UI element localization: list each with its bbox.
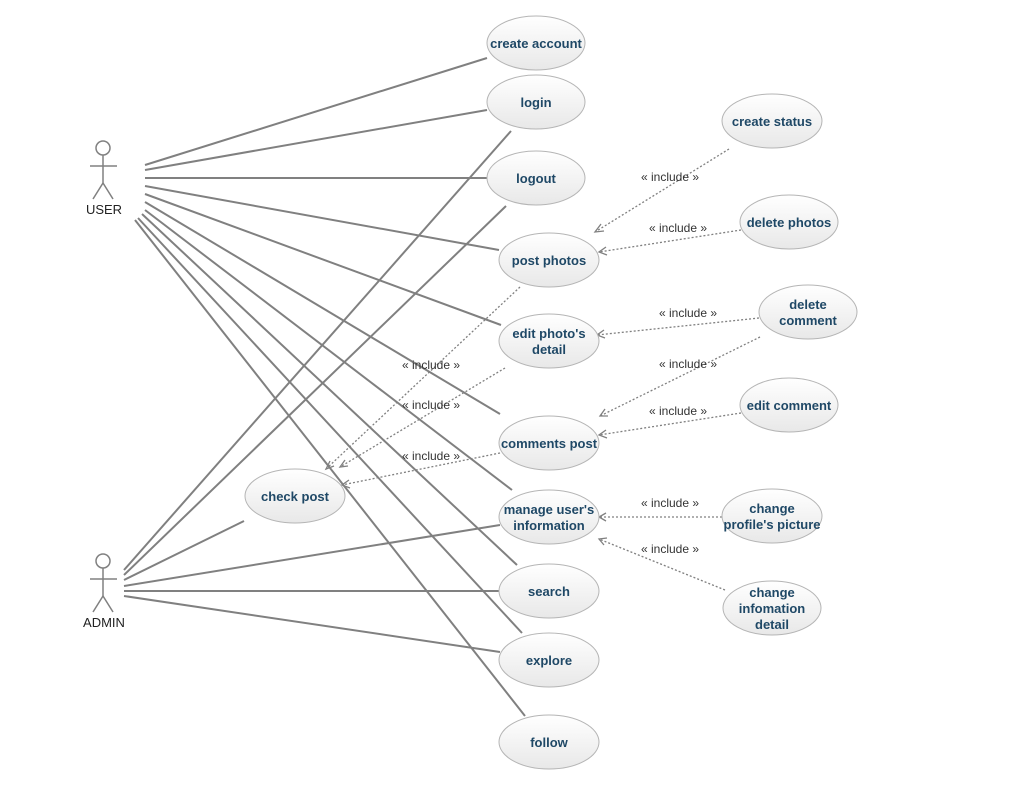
assoc-admin-login <box>123 130 512 571</box>
use-case-manage-user-info[interactable]: manage user's information <box>498 489 600 545</box>
include-label: « include » <box>659 306 717 320</box>
include-delete-photos <box>597 229 742 256</box>
include-delete-comment-2 <box>598 336 761 417</box>
include-label: « include » <box>402 398 460 412</box>
use-case-create-account[interactable]: create account <box>486 15 586 71</box>
use-case-label: manage user's <box>504 502 595 517</box>
assoc-admin-logout <box>123 205 507 576</box>
use-case-logout[interactable]: logout <box>486 150 586 206</box>
use-case-follow[interactable]: follow <box>498 714 600 770</box>
use-case-explore[interactable]: explore <box>498 632 600 688</box>
use-case-label: comments post <box>501 436 598 451</box>
use-case-label: edit comment <box>747 398 832 413</box>
include-change-profile-picture <box>597 512 722 522</box>
include-label: « include » <box>641 542 699 556</box>
include-comments-to-check <box>340 452 501 489</box>
include-create-status <box>593 148 730 233</box>
use-case-search[interactable]: search <box>498 563 600 619</box>
include-label: « include » <box>402 449 460 463</box>
include-label: « include » <box>649 404 707 418</box>
use-case-label: explore <box>526 653 572 668</box>
assoc-user-explore <box>137 217 523 634</box>
include-delete-comment <box>595 317 760 339</box>
use-case-check-post[interactable]: check post <box>244 468 346 524</box>
include-label: « include » <box>641 170 699 184</box>
assoc-user-edit-photo-detail <box>144 193 502 326</box>
actor-user[interactable]: USER <box>86 140 122 217</box>
include-label: « include » <box>641 496 699 510</box>
assoc-admin-explore <box>123 595 501 653</box>
assoc-user-create-account <box>144 57 488 166</box>
use-case-label: comment <box>779 313 837 328</box>
use-case-label: create status <box>732 114 812 129</box>
use-case-change-profile-picture[interactable]: change profile's picture <box>721 488 823 544</box>
include-label: « include » <box>659 357 717 371</box>
use-case-label: change <box>749 585 795 600</box>
use-case-comments-post[interactable]: comments post <box>498 415 600 471</box>
use-case-label: logout <box>516 171 556 186</box>
assoc-admin-check-post <box>123 520 245 581</box>
include-labels: « include » « include » « include » « in… <box>402 170 717 556</box>
use-case-change-information-detail[interactable]: change infomation detail <box>722 580 822 636</box>
assoc-user-comments-post <box>144 201 501 415</box>
actor-admin-label: ADMIN <box>83 615 125 630</box>
include-label: « include » <box>402 358 460 372</box>
stick-figure-icon <box>90 553 117 613</box>
include-change-information-detail <box>597 537 726 591</box>
use-case-login[interactable]: login <box>486 74 586 130</box>
use-case-label: login <box>520 95 551 110</box>
use-case-label: search <box>528 584 570 599</box>
use-case-label: follow <box>530 735 568 750</box>
actor-user-label: USER <box>86 202 122 217</box>
use-case-delete-photos[interactable]: delete photos <box>739 194 839 250</box>
use-case-label: profile's picture <box>724 517 821 532</box>
include-label: « include » <box>649 221 707 235</box>
use-case-post-photos[interactable]: post photos <box>498 232 600 288</box>
use-case-label: detail <box>755 617 789 632</box>
include-post-to-check <box>324 286 521 471</box>
include-dependencies <box>324 148 761 591</box>
include-edit-comment <box>597 412 742 439</box>
stick-figure-icon <box>90 140 117 200</box>
assoc-user-post-photos <box>144 185 500 251</box>
use-case-create-status[interactable]: create status <box>721 93 823 149</box>
include-edit-to-check <box>338 367 506 468</box>
use-case-label: delete <box>789 297 827 312</box>
assoc-user-login <box>144 109 488 171</box>
use-case-label: post photos <box>512 253 586 268</box>
admin-associations <box>123 130 512 653</box>
use-case-delete-comment[interactable]: delete comment <box>758 284 858 340</box>
use-case-label: information <box>513 518 585 533</box>
assoc-user-manage-user-info <box>144 209 513 491</box>
user-associations <box>134 57 526 717</box>
use-case-label: edit photo's <box>512 326 585 341</box>
use-case-label: detail <box>532 342 566 357</box>
assoc-user-search <box>141 213 518 566</box>
use-case-label: change <box>749 501 795 516</box>
actor-admin[interactable]: ADMIN <box>83 553 125 630</box>
use-case-edit-comment[interactable]: edit comment <box>739 377 839 433</box>
use-case-label: delete photos <box>747 215 832 230</box>
use-case-label: create account <box>490 36 582 51</box>
use-case-edit-photo-detail[interactable]: edit photo's detail <box>498 313 600 369</box>
assoc-admin-manage-user-info <box>123 524 501 587</box>
use-case-label: infomation <box>739 601 805 616</box>
use-case-label: check post <box>261 489 330 504</box>
